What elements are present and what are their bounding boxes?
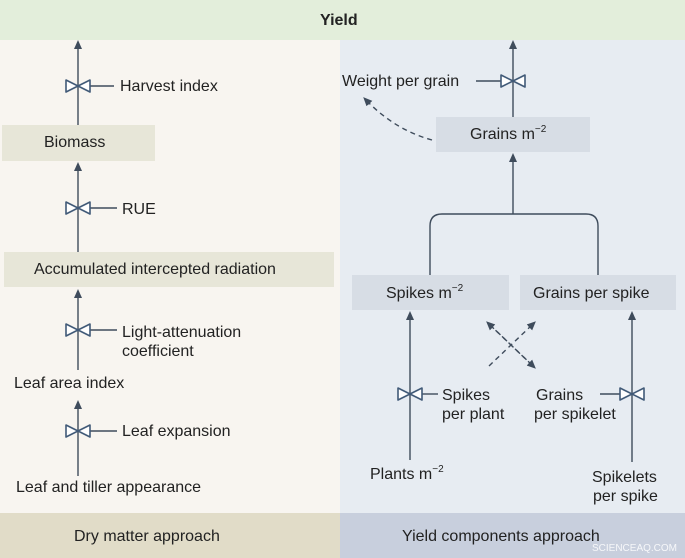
- dry-matter-footer: [0, 513, 340, 558]
- light-attenuation-label-1: Light-attenuation: [122, 324, 242, 341]
- plants-m2-label: Plants m−2: [370, 463, 444, 483]
- yield-header-bar: [0, 0, 685, 40]
- accumulated-radiation-label: Accumulated intercepted radiation: [34, 261, 276, 278]
- dry-matter-approach-label: Dry matter approach: [74, 528, 220, 545]
- light-attenuation-label-2: coefficient: [122, 343, 194, 360]
- leaf-area-index-label: Leaf area index: [14, 375, 125, 392]
- spikes-per-plant-label-2: per plant: [442, 406, 505, 423]
- grains-per-spike-label: Grains per spike: [533, 285, 650, 302]
- watermark: SCIENCEAQ.COM: [592, 543, 678, 554]
- grains-per-spikelet-label-1: Grains: [536, 387, 584, 404]
- yield-components-footer: [340, 513, 685, 558]
- merge-bracket: [429, 213, 599, 275]
- grains-m2-label: Grains m−2: [470, 123, 547, 143]
- leaf-tiller-label: Leaf and tiller appearance: [16, 479, 202, 496]
- spikelets-per-spike-label-1: Spikelets: [592, 469, 657, 486]
- spikes-m2-label: Spikes m−2: [386, 282, 464, 302]
- dashed-cross-b: [488, 321, 536, 367]
- biomass-box: [2, 125, 155, 161]
- biomass-label: Biomass: [44, 134, 106, 151]
- spikes-m2-box: [352, 275, 509, 310]
- accumulated-radiation-box: [4, 252, 334, 287]
- yield-components-approach-label: Yield components approach: [402, 528, 600, 545]
- grains-m2-box: [436, 117, 590, 152]
- weight-per-grain-label: Weight per grain: [342, 73, 460, 90]
- dashed-grains-to-weight: [363, 97, 433, 141]
- grains-per-spike-box: [520, 275, 676, 310]
- leaf-expansion-label: Leaf expansion: [122, 423, 231, 440]
- spikelets-per-spike-label-2: per spike: [593, 488, 658, 505]
- spikes-per-plant-label-1: Spikes: [442, 387, 491, 404]
- harvest-index-label: Harvest index: [120, 78, 218, 95]
- grains-per-spikelet-label-2: per spikelet: [534, 406, 616, 423]
- rue-label: RUE: [122, 201, 156, 218]
- yield-title: Yield: [320, 12, 358, 29]
